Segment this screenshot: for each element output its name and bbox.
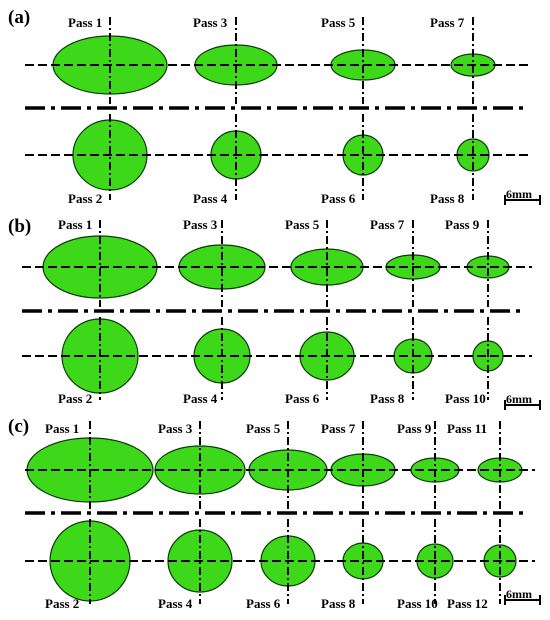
- panel-label: (b): [8, 216, 31, 237]
- pass-label-oval: Pass 11: [447, 421, 487, 436]
- pass-label-oval: Pass 1: [58, 217, 92, 232]
- scale-bar-label: 6mm: [506, 392, 532, 406]
- pass-label-round: Pass 4: [193, 191, 228, 206]
- pass-label-oval: Pass 3: [158, 421, 193, 436]
- pass-label-oval: Pass 5: [285, 217, 320, 232]
- pass-label-round: Pass 8: [430, 191, 465, 206]
- pass-label-oval: Pass 9: [397, 421, 432, 436]
- pass-label-oval: Pass 5: [321, 15, 356, 30]
- scale-bar-label: 6mm: [506, 187, 532, 201]
- pass-label-round: Pass 12: [447, 596, 488, 611]
- pass-label-round: Pass 10: [397, 596, 438, 611]
- pass-label-round: Pass 4: [158, 596, 193, 611]
- pass-label-round: Pass 4: [183, 391, 218, 406]
- panel-label: (a): [8, 7, 30, 28]
- pass-label-oval: Pass 7: [430, 15, 465, 30]
- pass-label-oval: Pass 1: [45, 421, 79, 436]
- pass-label-oval: Pass 9: [445, 217, 480, 232]
- pass-label-oval: Pass 5: [246, 421, 281, 436]
- panel-label: (c): [8, 416, 29, 437]
- pass-label-round: Pass 2: [58, 391, 92, 406]
- pass-label-round: Pass 2: [45, 596, 79, 611]
- pass-label-round: Pass 8: [370, 391, 405, 406]
- pass-label-oval: Pass 3: [183, 217, 218, 232]
- scale-bar-label: 6mm: [506, 587, 532, 601]
- pass-label-oval: Pass 3: [193, 15, 228, 30]
- pass-label-round: Pass 8: [321, 596, 356, 611]
- pass-label-oval: Pass 7: [321, 421, 356, 436]
- pass-label-oval: Pass 7: [370, 217, 405, 232]
- pass-label-round: Pass 2: [68, 191, 102, 206]
- pass-label-round: Pass 6: [285, 391, 320, 406]
- pass-label-round: Pass 6: [321, 191, 356, 206]
- pass-label-oval: Pass 1: [68, 15, 102, 30]
- pass-label-round: Pass 10: [445, 391, 486, 406]
- pass-label-round: Pass 6: [246, 596, 281, 611]
